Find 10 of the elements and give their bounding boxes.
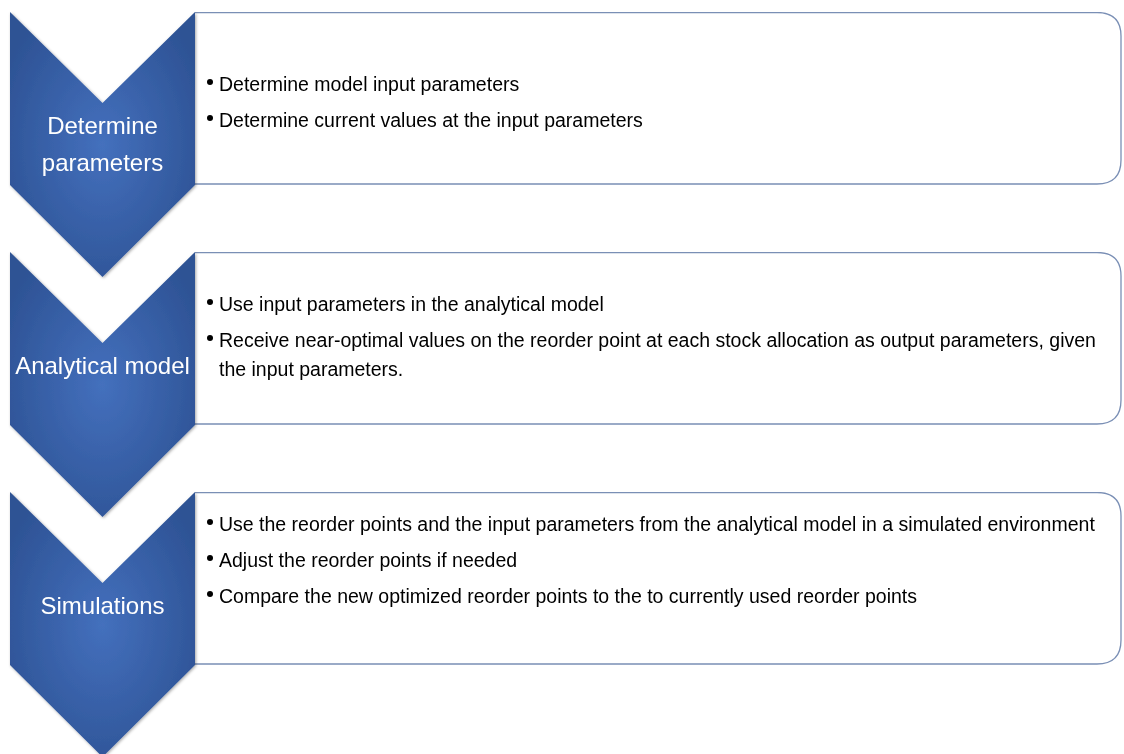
bullet-text: Use input parameters in the analytical model — [219, 292, 604, 317]
stage-title: Determine parameters — [40, 111, 165, 178]
bullet-text: Adjust the reorder points if needed — [219, 548, 518, 573]
stage-title: Analytical model — [14, 351, 191, 381]
stage-title: Simulations — [39, 591, 166, 621]
bullet-text: Determine current values at the input parameters — [219, 108, 643, 133]
bullet-text: Receive near-optimal values on the reorder point at each stock allocation as output parameters, given the input parameters. — [219, 328, 1097, 382]
bullet-text: Use the reorder points and the input parameters from the analytical model in a simulated environment — [219, 512, 1095, 537]
bullet-text: Compare the new optimized reorder points to the to currently used reorder points — [219, 584, 918, 609]
bullet-text: Determine model input parameters — [219, 72, 520, 97]
